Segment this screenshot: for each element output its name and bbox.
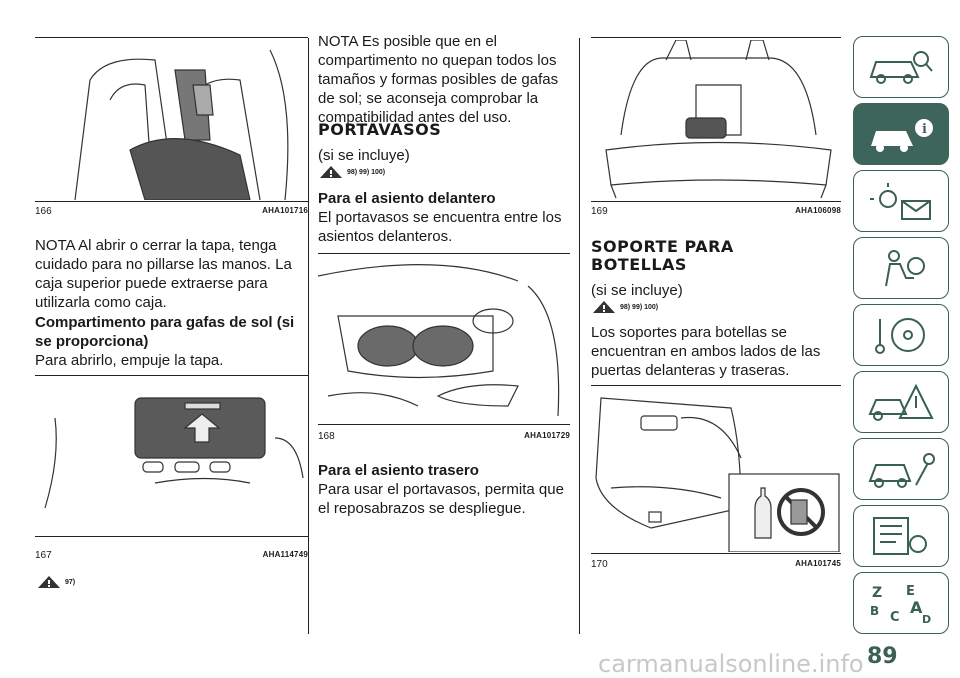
- car-info-icon: i: [871, 119, 933, 152]
- sidebar-tab-starting-driving[interactable]: [853, 304, 949, 366]
- optional-note: (si se incluye): [591, 282, 683, 299]
- figure-rule: [591, 201, 841, 202]
- page-number: 89: [867, 644, 898, 669]
- figure-number: 167: [35, 550, 52, 561]
- figure-rule: [35, 375, 308, 376]
- warning-light-icon: [870, 183, 931, 220]
- airbag-seat-icon: [885, 250, 925, 287]
- sidebar-tab-technical-data[interactable]: [853, 505, 949, 567]
- figure-number: 168: [318, 431, 335, 442]
- warning-number: 98) 99) 100): [620, 303, 659, 311]
- body-paragraph: Para usar el portavasos, permita que el …: [318, 481, 564, 517]
- svg-text:D: D: [922, 613, 931, 625]
- figure-166-armrest-box: [35, 40, 308, 200]
- body-paragraph: Para abrirlo, empuje la tapa.: [35, 352, 224, 369]
- body-paragraph: El portavasos se encuentra entre los asi…: [318, 209, 562, 245]
- watermark: carmanualsonline.info: [598, 650, 864, 678]
- sidebar-tab-maintenance[interactable]: [853, 438, 949, 500]
- warning-number: 98) 99) 100): [347, 168, 386, 176]
- steering-key-icon: [875, 318, 925, 354]
- figure-rule: [35, 37, 308, 38]
- figure-rule: [591, 385, 841, 386]
- car-triangle-icon: [868, 383, 934, 421]
- figure-number: 166: [35, 206, 52, 217]
- sidebar-tab-safety[interactable]: [853, 237, 949, 299]
- section-heading-bottle-holder: SOPORTE PARA BOTELLAS: [591, 237, 734, 274]
- figure-code: AHA106098: [795, 206, 841, 215]
- svg-text:Z: Z: [872, 585, 882, 601]
- sidebar-tab-car-info[interactable]: i: [853, 103, 949, 165]
- figure-168-front-cupholder: [318, 256, 570, 422]
- svg-text:i: i: [922, 122, 927, 137]
- figure-caption: 166 AHA101716: [35, 206, 308, 217]
- warning-triangle-icon: [593, 301, 615, 313]
- figure-rule: [591, 37, 841, 38]
- optional-note: (si se incluye): [318, 147, 410, 164]
- sidebar-tab-emergency[interactable]: [853, 371, 949, 433]
- figure-rule: [35, 536, 308, 537]
- warning-reference: 98) 99) 100): [318, 165, 385, 179]
- warning-triangle-icon: [320, 166, 342, 178]
- figure-170-door-bottle-holder: [591, 388, 841, 552]
- svg-text:E: E: [906, 584, 915, 599]
- figure-caption: 170 AHA101745: [591, 559, 841, 570]
- svg-text:A: A: [910, 598, 923, 617]
- sidebar-tab-car-search[interactable]: [853, 36, 949, 98]
- figure-caption: 167 AHA114749: [35, 550, 308, 561]
- warning-number: 97): [65, 578, 76, 586]
- column-divider: [579, 38, 580, 634]
- body-paragraph: Los soportes para botellas se encuentran…: [591, 324, 821, 379]
- figure-rule: [591, 553, 841, 554]
- figure-rule: [35, 201, 308, 202]
- warning-triangle-icon: [38, 576, 60, 588]
- figure-code: AHA101729: [524, 431, 570, 440]
- figure-code: AHA101745: [795, 559, 841, 568]
- section-heading-portavasos: PORTAVASOS: [318, 120, 442, 139]
- figure-rule: [318, 253, 570, 254]
- svg-text:B: B: [870, 604, 879, 618]
- svg-text:C: C: [890, 610, 900, 625]
- figure-number: 170: [591, 559, 608, 570]
- note-paragraph: NOTA Es posible que en el compartimento …: [318, 33, 559, 126]
- figure-169-rear-seat: [591, 40, 841, 200]
- figure-167-sunglass-holder: [35, 378, 308, 534]
- figure-number: 169: [591, 206, 608, 217]
- note-paragraph: NOTA Al abrir o cerrar la tapa, tenga cu…: [35, 237, 292, 311]
- figure-code: AHA101716: [262, 206, 308, 215]
- figure-code: AHA114749: [262, 550, 308, 559]
- list-gear-icon: [873, 517, 927, 555]
- column-divider: [308, 38, 309, 634]
- car-search-icon: [869, 51, 933, 84]
- car-wrench-icon: [868, 453, 935, 488]
- subheading-front-seat: Para el asiento delantero: [318, 190, 496, 207]
- warning-reference: 98) 99) 100): [591, 300, 658, 314]
- subheading-rear-seat: Para el asiento trasero: [318, 462, 479, 479]
- sidebar-tab-warning-lights[interactable]: [853, 170, 949, 232]
- warning-reference: 97): [36, 575, 75, 589]
- figure-rule: [318, 424, 570, 425]
- figure-caption: 168 AHA101729: [318, 431, 570, 442]
- subheading-sunglasses: Compartimento para gafas de sol (si se p…: [35, 314, 295, 350]
- figure-caption: 169 AHA106098: [591, 206, 841, 217]
